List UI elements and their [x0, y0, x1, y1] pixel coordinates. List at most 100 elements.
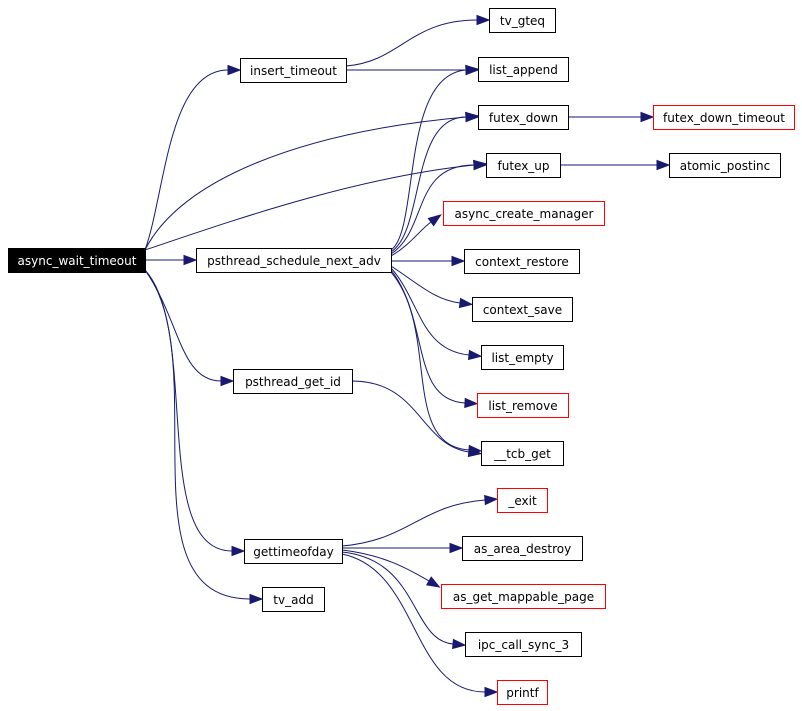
node-box[interactable]: [233, 369, 353, 394]
node-box[interactable]: [244, 539, 343, 564]
node-box[interactable]: [481, 345, 564, 370]
edge-line: [390, 69, 467, 251]
node-box[interactable]: [486, 153, 561, 178]
node-as-get-mappable-page[interactable]: as_get_mappable_page: [441, 584, 606, 609]
node-label: futex_up: [497, 159, 549, 173]
arrowhead-icon: [249, 593, 264, 605]
node-label: _exit: [507, 494, 537, 508]
arrowhead-icon: [473, 159, 488, 171]
node-ipc-call-sync-3[interactable]: ipc_call_sync_3: [465, 632, 582, 657]
arrowhead-icon: [427, 214, 442, 227]
node-futex-down-timeout[interactable]: futex_down_timeout: [653, 105, 795, 130]
node-label: atomic_postinc: [680, 159, 770, 173]
edge-gettimeofday-to-_exit: [341, 494, 499, 547]
node-box[interactable]: [669, 153, 781, 178]
node-label: psthread_get_id: [245, 375, 341, 389]
edge-insert_timeout-to-tv_gteq: [345, 14, 491, 67]
node-list-append[interactable]: list_append: [478, 57, 569, 82]
node-box[interactable]: [477, 393, 569, 418]
node-box[interactable]: [481, 441, 564, 466]
node-tcb-get[interactable]: __tcb_get: [481, 441, 564, 466]
edge-line: [144, 269, 233, 552]
node-list-remove[interactable]: list_remove: [477, 393, 569, 418]
edge-async_wait_timeout-to-insert_timeout: [144, 64, 242, 251]
edge-async_wait_timeout-to-futex_down: [144, 111, 480, 251]
node-box[interactable]: [478, 105, 569, 130]
node-label: async_create_manager: [455, 207, 594, 221]
edge-line: [144, 164, 475, 251]
node-box[interactable]: [462, 536, 583, 561]
edge-async_wait_timeout-to-psthread_schedule_next_adv: [145, 254, 198, 266]
node-label: ipc_call_sync_3: [478, 638, 569, 652]
node-label: gettimeofday: [253, 545, 333, 559]
node-box[interactable]: [240, 58, 347, 83]
node-gettimeofday[interactable]: gettimeofday: [244, 539, 343, 564]
node-futex-down[interactable]: futex_down: [478, 105, 569, 130]
node-label: psthread_schedule_next_adv: [207, 254, 381, 268]
node-label: printf: [506, 686, 539, 700]
node-box[interactable]: [465, 632, 582, 657]
node-label: tv_add: [273, 593, 313, 607]
node-label: as_get_mappable_page: [453, 590, 594, 604]
node-futex-up[interactable]: futex_up: [486, 153, 561, 178]
node-label: context_save: [483, 303, 562, 317]
node-box[interactable]: [472, 297, 573, 322]
node-psthread-schedule-next-adv[interactable]: psthread_schedule_next_adv: [196, 248, 392, 273]
edge-line: [390, 221, 432, 257]
node-box[interactable]: [497, 680, 548, 705]
node-box[interactable]: [464, 249, 580, 274]
node-label: context_restore: [475, 255, 569, 269]
edge-insert_timeout-to-list_append: [346, 64, 480, 76]
edge-psthread_schedule_next_adv-to-futex_up: [390, 159, 488, 255]
node-label: __tcb_get: [493, 447, 551, 461]
edge-gettimeofday-to-ipc_call_sync_3: [341, 551, 467, 650]
node-list-empty[interactable]: list_empty: [481, 345, 564, 370]
edge-line: [390, 269, 466, 404]
node-label: insert_timeout: [250, 64, 337, 78]
node-tv-add[interactable]: tv_add: [262, 587, 325, 612]
node-async-create-manager[interactable]: async_create_manager: [443, 201, 605, 226]
node-printf[interactable]: printf: [497, 680, 548, 705]
node-context-save[interactable]: context_save: [472, 297, 573, 322]
edge-psthread_schedule_next_adv-to-futex_down: [390, 111, 480, 253]
arrowhead-icon: [484, 686, 499, 698]
node-box[interactable]: [262, 587, 325, 612]
node-box[interactable]: [489, 8, 556, 33]
arrowhead-icon: [425, 576, 441, 588]
node-label: tv_gteq: [500, 14, 545, 28]
edge-gettimeofday-to-printf: [341, 553, 499, 698]
node-label: futex_down: [489, 111, 558, 125]
node-insert-timeout[interactable]: insert_timeout: [240, 58, 347, 83]
edge-futex_down-to-futex_down_timeout: [568, 111, 655, 123]
node-async-wait-timeout[interactable]: async_wait_timeout: [8, 248, 146, 273]
arrowhead-icon: [484, 494, 499, 506]
edge-line: [144, 69, 229, 251]
edges-layer: [144, 14, 671, 698]
node-atomic-postinc[interactable]: atomic_postinc: [669, 153, 781, 178]
nodes-layer: async_wait_timeout insert_timeout psthread…: [8, 8, 795, 705]
arrowhead-icon: [476, 14, 491, 26]
node-box[interactable]: [478, 57, 569, 82]
edge-psthread_schedule_next_adv-to-list_empty: [390, 267, 483, 361]
node-psthread-get-id[interactable]: psthread_get_id: [233, 369, 353, 394]
node-context-restore[interactable]: context_restore: [464, 249, 580, 274]
node-exit[interactable]: _exit: [497, 488, 548, 513]
node-box[interactable]: [497, 488, 548, 513]
edge-line: [341, 553, 486, 693]
arrowhead-icon: [465, 111, 480, 123]
node-label: futex_down_timeout: [663, 111, 785, 125]
node-box[interactable]: [8, 248, 146, 273]
edge-psthread_get_id-to-__tcb_get: [351, 380, 483, 458]
arrowhead-icon: [467, 349, 483, 361]
node-as-area-destroy[interactable]: as_area_destroy: [462, 536, 583, 561]
edge-line: [341, 549, 430, 582]
node-box[interactable]: [653, 105, 795, 130]
node-box[interactable]: [196, 248, 392, 273]
node-box[interactable]: [443, 201, 605, 226]
node-box[interactable]: [441, 584, 606, 609]
node-tv-gteq[interactable]: tv_gteq: [489, 8, 556, 33]
edge-psthread_schedule_next_adv-to-context_save: [390, 265, 474, 309]
edge-psthread_schedule_next_adv-to-context_restore: [391, 255, 466, 267]
arrowhead-icon: [458, 297, 474, 309]
edge-line: [144, 269, 251, 600]
